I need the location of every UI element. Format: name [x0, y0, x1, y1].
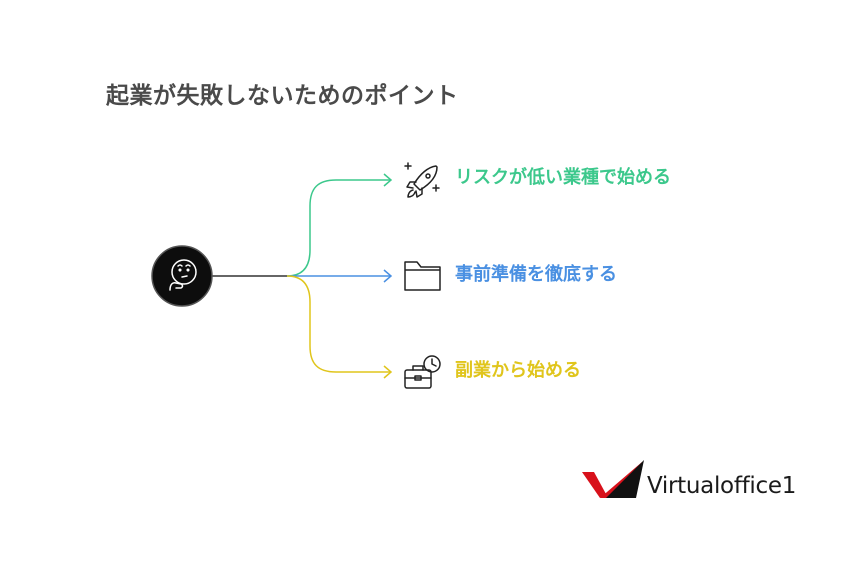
branch-arrow-2	[383, 269, 393, 283]
branch-arrow-3	[383, 365, 393, 379]
branch-connector-3	[286, 275, 390, 373]
center-node	[151, 245, 213, 307]
briefcase-clock-icon	[404, 355, 441, 389]
branch-label-2: 事前準備を徹底する	[455, 264, 617, 285]
branch-arrow-1	[383, 173, 393, 187]
branch-label-3: 副業から始める	[455, 360, 581, 381]
branch-label-1: リスクが低い業種で始める	[455, 167, 671, 188]
virtualoffice1-logo: Virtualoffice1	[580, 458, 820, 508]
rocket-icon	[404, 162, 440, 198]
logo-text: Virtualoffice1	[647, 473, 797, 499]
thinking-face-icon	[169, 259, 197, 291]
diagram-title: 起業が失敗しないためのポイント	[106, 83, 459, 109]
logo-mark	[582, 460, 644, 498]
branch-connector-1	[286, 179, 390, 277]
folder-icon	[404, 261, 441, 291]
